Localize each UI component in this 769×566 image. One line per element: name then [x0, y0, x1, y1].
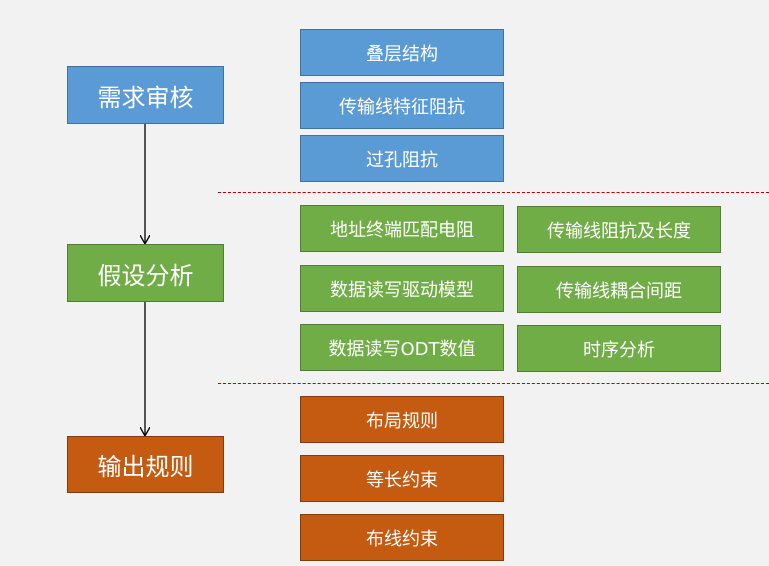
- item-via-impedance: 过孔阻抗: [300, 135, 504, 182]
- item-trace-impedance: 传输线特征阻抗: [300, 82, 504, 129]
- item-trace-impedance-length: 传输线阻抗及长度: [517, 206, 721, 253]
- item-driver-model: 数据读写驱动模型: [300, 265, 504, 312]
- item-timing-analysis: 时序分析: [517, 325, 721, 372]
- item-termination-resistor: 地址终端匹配电阻: [300, 205, 504, 252]
- divider-upper: [218, 192, 769, 193]
- divider-lower: [218, 383, 769, 384]
- stage-requirements-review: 需求审核: [67, 66, 224, 124]
- item-layout-rules: 布局规则: [300, 396, 504, 443]
- item-length-matching: 等长约束: [300, 455, 504, 502]
- stage-assumption-analysis: 假设分析: [67, 244, 224, 302]
- item-stackup: 叠层结构: [300, 29, 504, 76]
- item-routing-constraints: 布线约束: [300, 514, 504, 561]
- stage-output-rules: 输出规则: [67, 436, 224, 493]
- item-coupling-spacing: 传输线耦合间距: [517, 266, 721, 313]
- item-odt-value: 数据读写ODT数值: [300, 324, 504, 371]
